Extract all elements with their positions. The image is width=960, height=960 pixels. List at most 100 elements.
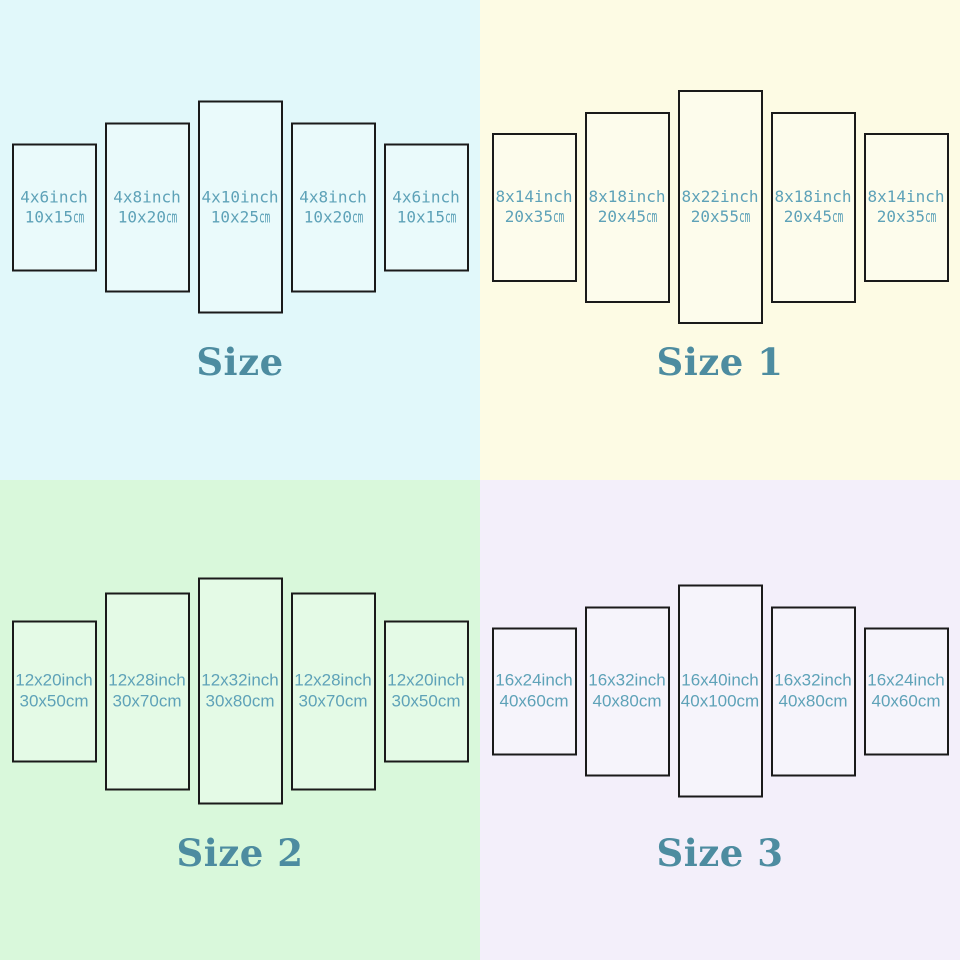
panel-size-cm: 20x45cm (597, 207, 657, 226)
panel-size-inch: 4x6inch (392, 187, 460, 206)
panel-size-cm: 10x20cm (117, 207, 177, 226)
compact-cm-unit: cm (72, 207, 84, 226)
compact-cm-unit: cm (165, 207, 177, 226)
panel-size-inch: 12x28inch (108, 670, 186, 690)
compact-cm-unit: cm (444, 207, 456, 226)
panel-size-cm: 20x45cm (783, 207, 843, 226)
panel-size-cm: 40x60cm (499, 691, 569, 710)
panel-size-inch: 12x28inch (294, 670, 372, 690)
panel-size-inch: 4x8inch (113, 187, 181, 206)
panel-size-inch: 8x14inch (867, 187, 945, 206)
panel-size-cm: 10x15cm (24, 207, 84, 226)
panel-size-inch: 4x10inch (201, 187, 279, 206)
quadrant-title-size-1: Size 1 (656, 340, 784, 384)
panel-size-inch: 8x22inch (681, 187, 759, 206)
compact-cm-unit: cm (258, 207, 270, 226)
panel-size-inch: 16x24inch (495, 670, 573, 690)
panel-size-cm: 10x20cm (303, 207, 363, 226)
compact-cm-unit: cm (351, 207, 363, 226)
compact-cm-unit: cm (645, 207, 657, 226)
panel-size-cm: 20x35cm (504, 207, 564, 226)
panel-size-inch: 4x6inch (20, 187, 88, 206)
panel-size-cm: 30x50cm (19, 691, 89, 710)
quadrant-title-size-3: Size 3 (656, 831, 784, 875)
panel-size-cm: 40x60cm (871, 691, 941, 710)
panel-size-cm: 40x80cm (778, 691, 848, 710)
panel-size-inch: 16x40inch (681, 670, 759, 690)
panel-size-cm: 30x70cm (112, 691, 182, 710)
panel-size-inch: 16x32inch (774, 670, 852, 690)
quadrant-title-size: Size (196, 340, 284, 384)
panel-size-inch: 12x20inch (15, 670, 93, 690)
panel-size-cm: 10x25cm (210, 207, 270, 226)
panel-size-cm: 20x55cm (690, 207, 750, 226)
panel-size-cm: 40x80cm (592, 691, 662, 710)
compact-cm-unit: cm (831, 207, 843, 226)
panel-size-inch: 16x24inch (867, 670, 945, 690)
panel-size-inch: 8x18inch (774, 187, 852, 206)
quadrant-title-size-2: Size 2 (176, 831, 304, 875)
panel-size-cm: 20x35cm (876, 207, 936, 226)
panel-size-inch: 16x32inch (588, 670, 666, 690)
compact-cm-unit: cm (738, 207, 750, 226)
panel-size-cm: 10x15cm (396, 207, 456, 226)
panel-size-cm: 40x100cm (680, 691, 760, 710)
panel-size-inch: 8x18inch (588, 187, 666, 206)
compact-cm-unit: cm (924, 207, 936, 226)
panel-size-inch: 4x8inch (299, 187, 367, 206)
panel-size-cm: 30x70cm (298, 691, 368, 710)
panel-size-inch: 12x32inch (201, 670, 279, 690)
panel-size-cm: 30x50cm (391, 691, 461, 710)
panel-size-inch: 8x14inch (495, 187, 573, 206)
compact-cm-unit: cm (552, 207, 564, 226)
panel-size-cm: 30x80cm (205, 691, 275, 710)
